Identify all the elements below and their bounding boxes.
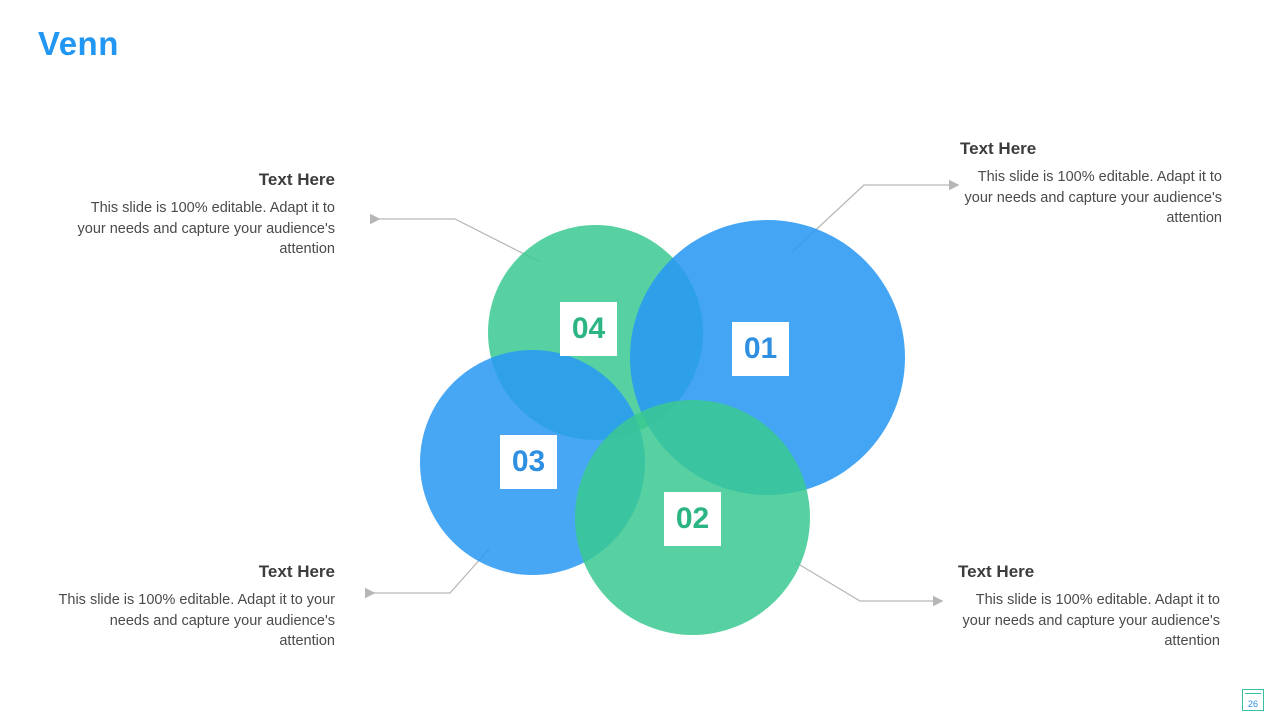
callout-bottom-left-body: This slide is 100% editable. Adapt it to… [58, 592, 335, 650]
callout-bottom-left: Text Here This slide is 100% editable. A… [58, 562, 335, 652]
page-title: Venn [38, 25, 119, 62]
callout-bottom-right-body: This slide is 100% editable. Adapt it to… [962, 592, 1221, 650]
callout-bottom-left-heading: Text Here [258, 562, 335, 581]
venn-label-04: 04 [560, 302, 617, 356]
callout-top-right-heading: Text Here [960, 139, 1037, 158]
callout-top-right: Text Here This slide is 100% editable. A… [960, 139, 1222, 229]
venn-diagram: 04 01 03 02 [415, 205, 905, 645]
callout-top-left-body: This slide is 100% editable. Adapt it to… [77, 200, 336, 258]
callout-bottom-right: Text Here This slide is 100% editable. A… [958, 562, 1220, 652]
callout-top-right-body: This slide is 100% editable. Adapt it to… [964, 169, 1223, 227]
venn-label-02: 02 [664, 492, 721, 546]
callout-top-left: Text Here This slide is 100% editable. A… [63, 170, 336, 260]
callout-bottom-right-heading: Text Here [958, 562, 1035, 581]
page-number-badge: 26 [1242, 689, 1264, 711]
venn-label-01: 01 [732, 322, 789, 376]
callout-top-left-heading: Text Here [258, 170, 335, 189]
venn-label-03: 03 [500, 435, 557, 489]
